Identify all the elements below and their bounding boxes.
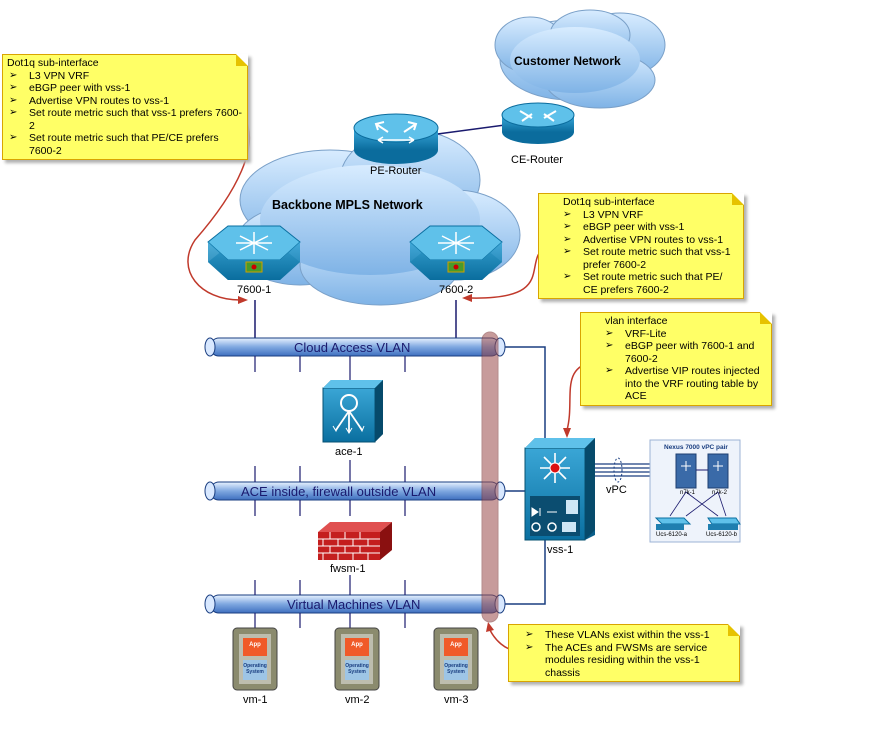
- switch-7600-1-icon: [207, 225, 301, 280]
- vlan-note-title: vlan interface: [605, 315, 668, 327]
- virtual-machines-vlan-pipe: [204, 594, 506, 614]
- list-item: eBGP peer with 7600-1 and 7600-2: [603, 340, 767, 365]
- list-item: Set route metric such that vss-1 prefer …: [561, 246, 739, 271]
- note-fold: [236, 54, 248, 66]
- note-fold: [760, 312, 772, 324]
- switch-7600-2-icon: [409, 225, 503, 280]
- left-dot1q-note: Dot1q sub-interface L3 VPN VRF eBGP peer…: [2, 54, 248, 160]
- vpc-label: vPC: [606, 484, 627, 496]
- vm-3-label: vm-3: [444, 694, 469, 706]
- vm-2-app-label: App: [351, 642, 363, 648]
- ace-1-label: ace-1: [335, 446, 363, 458]
- switch-7600-2-label: 7600-2: [439, 284, 474, 296]
- vm-2-icon: [334, 627, 380, 691]
- vm-3-icon: [433, 627, 479, 691]
- ace-module-icon: [322, 380, 383, 443]
- vm-1-os-label: Operating System: [243, 663, 267, 675]
- vm-2-label: vm-2: [345, 694, 370, 706]
- vm-3-os-label: Operating System: [444, 663, 468, 675]
- nexus-vpc-pair-panel: [649, 439, 741, 543]
- virtual-machines-vlan-label: Virtual Machines VLAN: [287, 597, 421, 612]
- list-item: L3 VPN VRF: [561, 209, 739, 222]
- list-item: Set route metric such that PE/ CE prefer…: [561, 271, 739, 296]
- vm-2-os-label: Operating System: [345, 663, 369, 675]
- vm-1-app-label: App: [249, 642, 261, 648]
- list-item: Advertise VPN routes to vss-1: [561, 234, 739, 247]
- right-note-title: Dot1q sub-interface: [563, 196, 655, 208]
- customer-network-label: Customer Network: [514, 54, 621, 68]
- list-item: Set route metric such that vss-1 prefers…: [7, 107, 243, 132]
- firewall-icon: [318, 522, 392, 560]
- left-note-title: Dot1q sub-interface: [7, 57, 99, 69]
- vss-1-label: vss-1: [547, 544, 574, 556]
- list-item: eBGP peer with vss-1: [7, 82, 243, 95]
- right-dot1q-note: Dot1q sub-interface L3 VPN VRF eBGP peer…: [538, 193, 744, 299]
- ace-inside-vlan-label: ACE inside, firewall outside VLAN: [241, 484, 437, 499]
- vlan-note-list: VRF-Lite eBGP peer with 7600-1 and 7600-…: [581, 328, 771, 405]
- list-item: L3 VPN VRF: [7, 70, 243, 83]
- ucs-a-label: Ucs-6120-a: [656, 532, 688, 538]
- ce-router-label: CE-Router: [511, 154, 563, 166]
- switch-7600-1-label: 7600-1: [237, 284, 272, 296]
- vss-boundary-bar: [481, 331, 499, 623]
- list-item: Advertise VPN routes to vss-1: [7, 95, 243, 108]
- list-item: Set route metric such that PE/CE prefers…: [7, 132, 243, 157]
- bottom-note-list: These VLANs exist within the vss-1 The A…: [509, 629, 739, 681]
- list-item: Advertise VIP routes injected into the V…: [603, 365, 767, 403]
- pe-router-label: PE-Router: [370, 165, 422, 177]
- vm-1-label: vm-1: [243, 694, 268, 706]
- list-item: eBGP peer with vss-1: [561, 221, 739, 234]
- nexus-title-label: Nexus 7000 vPC pair: [664, 444, 728, 451]
- n7k-2-label: n7k-2: [712, 490, 728, 496]
- list-item: VRF-Lite: [603, 328, 767, 341]
- fwsm-1-label: fwsm-1: [330, 563, 366, 575]
- ucs-b-label: Ucs-6120-b: [706, 532, 738, 538]
- backbone-network-label: Backbone MPLS Network: [272, 198, 423, 212]
- vlan-interface-note: vlan interface VRF-Lite eBGP peer with 7…: [580, 312, 772, 406]
- cloud-access-vlan-pipe: [204, 337, 506, 357]
- pe-router-icon: [353, 113, 439, 164]
- list-item: These VLANs exist within the vss-1: [523, 629, 735, 642]
- note-fold: [732, 193, 744, 205]
- cloud-access-vlan-label: Cloud Access VLAN: [294, 340, 411, 355]
- right-note-list: L3 VPN VRF eBGP peer with vss-1 Advertis…: [539, 209, 743, 299]
- vss-1-chassis-icon: [524, 438, 595, 541]
- vss-vlans-note: These VLANs exist within the vss-1 The A…: [508, 624, 740, 682]
- ce-router-icon: [501, 102, 575, 144]
- left-note-list: L3 VPN VRF eBGP peer with vss-1 Advertis…: [3, 70, 247, 160]
- n7k-1-label: n7k-1: [680, 490, 696, 496]
- vm-3-app-label: App: [450, 642, 462, 648]
- list-item: The ACEs and FWSMs are service modules r…: [523, 642, 735, 680]
- vm-1-icon: [232, 627, 278, 691]
- customer-cloud: [494, 9, 666, 109]
